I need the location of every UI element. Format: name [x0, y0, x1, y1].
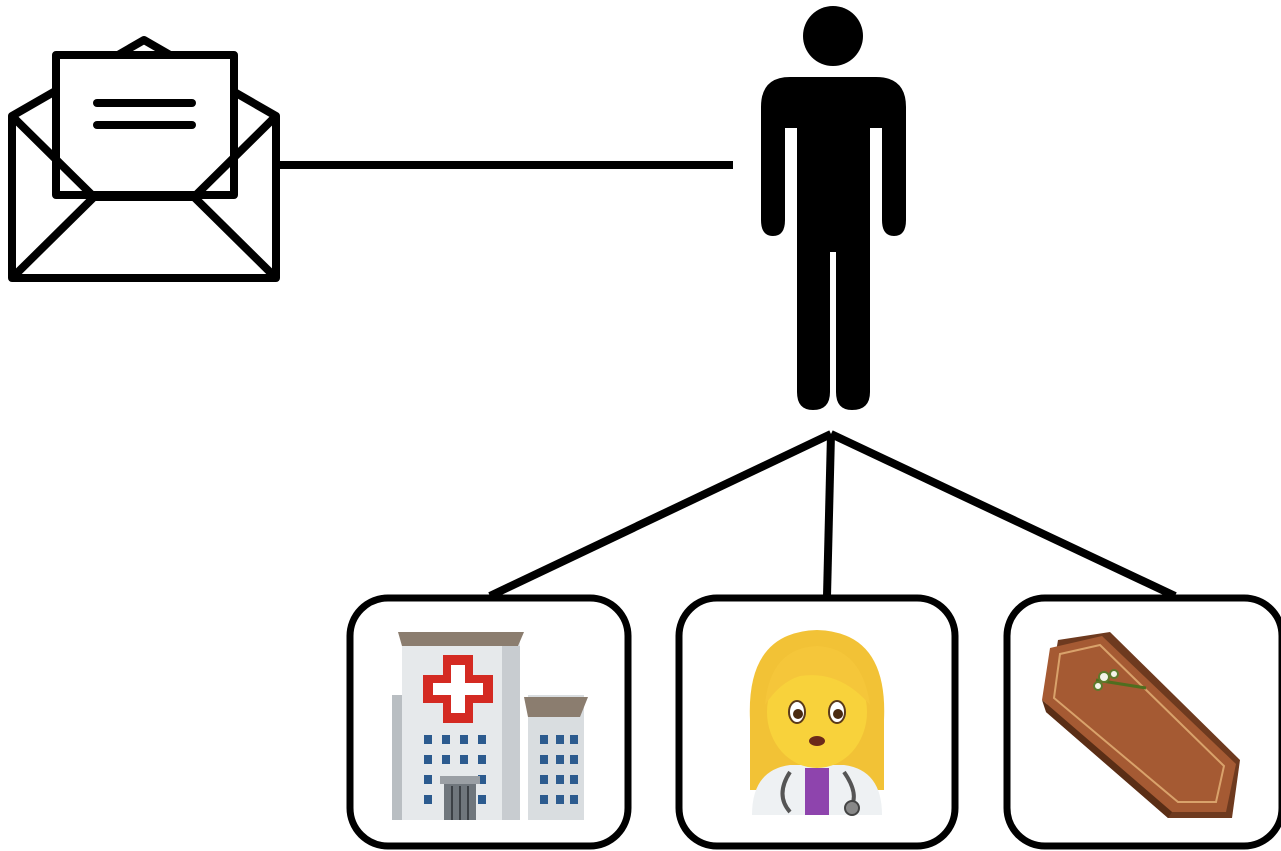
person-icon [761, 6, 906, 410]
connectors [278, 161, 1177, 600]
edge-person-coffin [829, 430, 1177, 600]
open-envelope-icon [8, 36, 280, 282]
coffin-icon [1042, 632, 1240, 818]
hospital-icon [392, 632, 588, 820]
woman-health-worker-icon [749, 630, 885, 816]
edge-person-doctor [823, 433, 835, 597]
edge-person-hospital [488, 430, 833, 600]
